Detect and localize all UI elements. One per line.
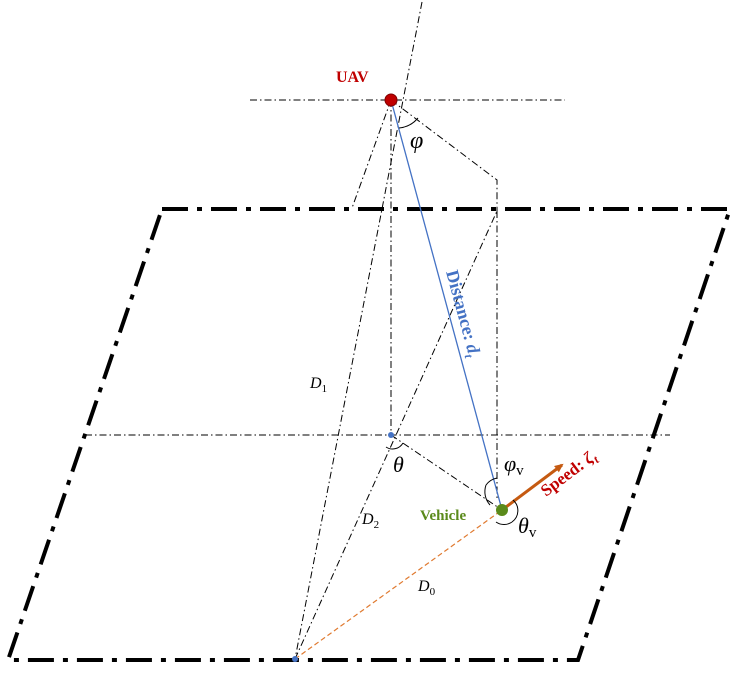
d1-label: D1 [309,375,327,395]
phi-v-subscript: v [516,463,524,479]
d1-subscript: 1 [322,383,328,395]
bottom-point [292,656,298,662]
theta-v-subscript: v [529,525,537,541]
phi-v-angle-arc [485,477,498,486]
phi-label: φ [410,128,423,154]
distance-line [390,99,503,511]
theta-angle-arc [385,442,404,450]
uav-point [384,93,398,107]
uav-right-line [390,99,498,211]
d2-subscript: 2 [374,519,380,531]
projection-to-vehicle-line [390,434,503,511]
distance-label: Distance: dt [439,268,485,360]
speed-arrow [505,463,564,509]
uav-to-bottom-line [294,1,423,660]
phi-angle-arc [398,117,419,129]
d0-label: D0 [417,578,436,598]
theta-label: θ [393,452,404,477]
ground-plane [5,207,733,662]
projection-point [388,432,394,438]
phi-v-label: φv [504,451,524,479]
d2-label: D2 [361,511,379,531]
d0-line [294,509,503,660]
d0-subscript: 0 [430,586,436,598]
theta-v-label: θv [518,513,537,541]
bottom-to-right-line [294,210,498,660]
uav-label: UAV [336,69,369,86]
speed-subscript: t [590,452,602,466]
theta-v-angle-arc [511,499,519,523]
theta-v-angle-arc-2 [495,521,513,526]
vehicle-point [496,504,508,516]
vehicle-label: Vehicle [420,508,466,524]
uav-left-line [351,99,392,209]
phi-v-angle-arc-2 [484,484,491,506]
speed-label: Speed: ζt [537,446,602,503]
distance-subscript: t [462,353,477,361]
